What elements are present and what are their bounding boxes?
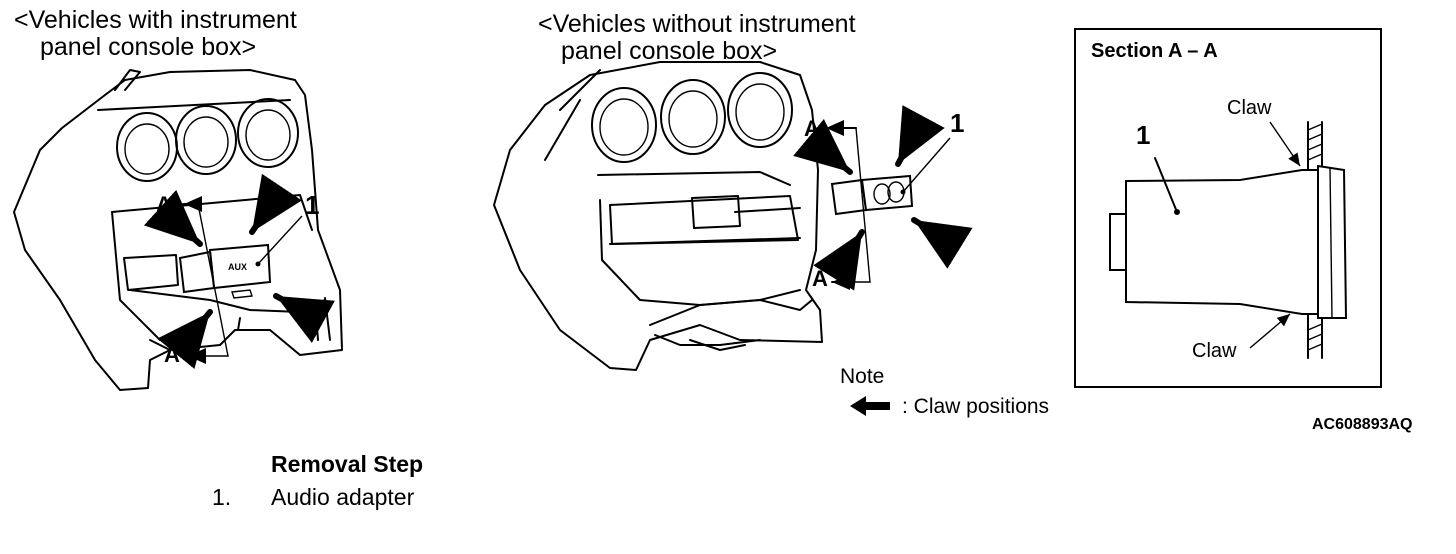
middle-dashboard-illustration: [493, 61, 973, 371]
figure-id: AC608893AQ: [1312, 416, 1413, 433]
left-section-mark-bottom: A: [164, 342, 180, 367]
claw-label-bottom: Claw: [1192, 340, 1237, 362]
middle-callout-number: 1: [950, 108, 965, 138]
section-title: Section A – A: [1091, 40, 1218, 62]
left-view-title-line1: <Vehicles with instrument: [14, 6, 297, 34]
section-callout-number: 1: [1136, 120, 1151, 150]
legend-text: : Claw positions: [902, 395, 1050, 418]
middle-view-title-line1: <Vehicles without instrument: [538, 10, 856, 38]
removal-step-text: Audio adapter: [271, 484, 415, 510]
middle-view-title-line2: panel console box>: [561, 37, 778, 65]
note-heading: Note: [840, 365, 885, 388]
left-view-title-line2: panel console box>: [40, 33, 257, 61]
aux-label: AUX: [228, 262, 248, 272]
claw-label-top: Claw: [1227, 97, 1272, 119]
section-box: [1074, 28, 1382, 388]
removal-step-number: 1.: [212, 484, 232, 510]
middle-section-mark-bottom: A: [812, 266, 828, 291]
removal-heading: Removal Step: [271, 451, 424, 477]
left-section-mark-top: A: [156, 192, 172, 217]
legend-arrow: [850, 396, 890, 416]
left-callout-number: 1: [305, 190, 320, 220]
left-dashboard-illustration: [13, 69, 343, 391]
middle-section-mark-top: A: [804, 116, 820, 141]
